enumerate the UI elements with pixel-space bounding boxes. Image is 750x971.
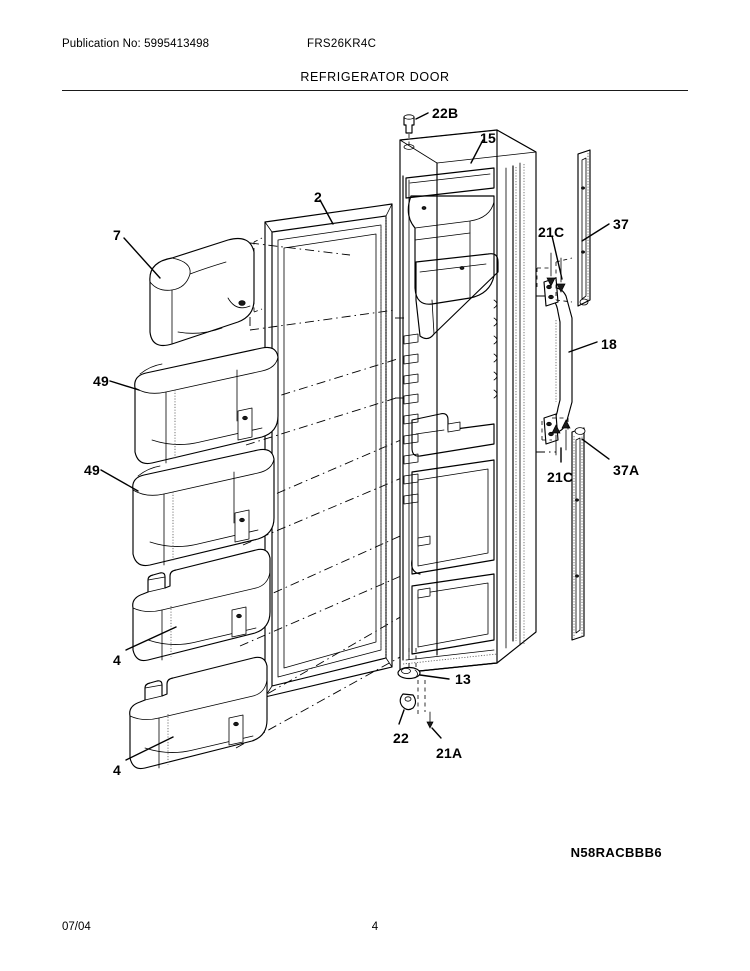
part-49-door-bin-upper <box>134 346 279 465</box>
callout-21C-upper: 21C <box>538 224 565 240</box>
callout-7: 7 <box>113 227 121 243</box>
part-4-door-shelf-upper <box>132 548 271 662</box>
callout-15: 15 <box>480 130 496 146</box>
part-7-dairy-bin-cover <box>149 237 263 347</box>
callout-22: 22 <box>393 730 409 746</box>
part-37A-trim-strip-lower <box>552 417 586 641</box>
callout-18: 18 <box>601 336 617 352</box>
part-18-door-handle <box>543 277 573 445</box>
title-divider <box>62 90 688 91</box>
callout-4-upper: 4 <box>113 652 121 668</box>
callout-21A: 21A <box>436 745 463 761</box>
part-15-door-assembly <box>395 129 537 674</box>
part-21C-handle-screws <box>536 252 571 456</box>
page-number: 4 <box>371 921 379 933</box>
part-49-door-bin-middle <box>132 448 275 567</box>
revision-date: 07/04 <box>62 921 91 933</box>
liner-right-scallops <box>493 299 498 399</box>
callout-49-middle: 49 <box>84 462 100 478</box>
page-title: REFRIGERATOR DOOR <box>300 70 450 84</box>
callout-37A: 37A <box>613 462 640 478</box>
part-22-screw-bottom <box>398 693 417 725</box>
part-2-door-gasket <box>264 203 393 698</box>
part-21A-bushing <box>417 680 442 739</box>
callout-49-upper: 49 <box>93 373 109 389</box>
callout-13: 13 <box>455 671 471 687</box>
callout-21C-lower: 21C <box>547 469 574 485</box>
callout-37: 37 <box>613 216 629 232</box>
callout-2: 2 <box>314 189 322 205</box>
publication-number: Publication No: 5995413498 <box>62 38 210 50</box>
callout-4-lower: 4 <box>113 762 121 778</box>
part-13-hinge-pin <box>397 648 450 680</box>
model-number: FRS26KR4C <box>307 38 377 50</box>
diagram-code: N58RACBBB6 <box>570 845 662 860</box>
part-37-trim-strip-upper <box>555 149 591 307</box>
part-22B-screw <box>403 114 415 150</box>
liner-rail-slots <box>403 333 419 505</box>
callout-leader-lines <box>100 112 610 761</box>
part-4-door-shelf-lower <box>129 656 268 770</box>
callout-22B: 22B <box>432 105 459 121</box>
